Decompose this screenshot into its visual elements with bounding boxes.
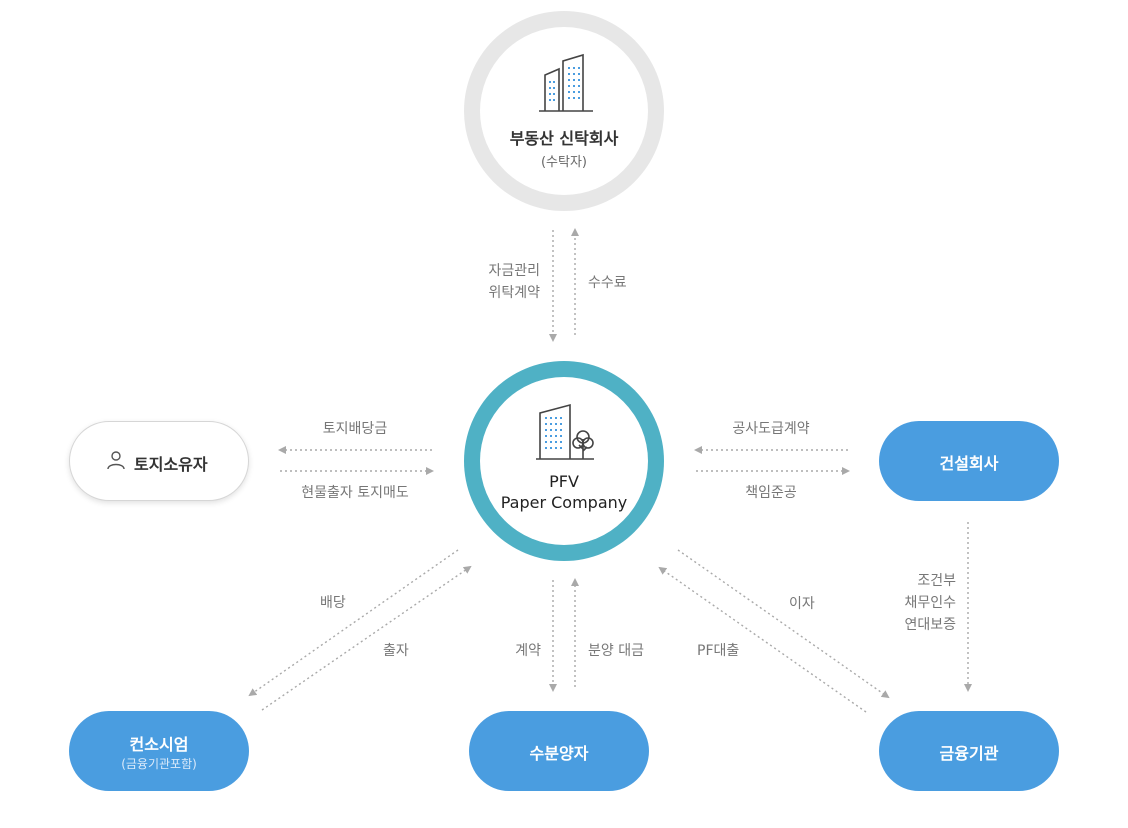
consortium-node: 컨소시엄 (금융기관포함)	[69, 711, 249, 791]
label-dividend: 배당	[320, 595, 346, 611]
person-icon	[107, 451, 125, 470]
buildings-icon	[539, 53, 593, 112]
pfv-node: PFV Paper Company	[464, 361, 664, 561]
label-fee: 수수료	[588, 275, 627, 291]
financial-institution-title: 금융기관	[939, 744, 999, 763]
buyer-node: 수분양자	[469, 711, 649, 791]
arrow-pfv-to-consortium	[248, 549, 459, 697]
label-contract: 계약	[515, 643, 541, 659]
consortium-title: 컨소시엄	[129, 735, 189, 754]
label-sale-payment: 분양 대금	[588, 643, 644, 659]
land-owner-node: 토지소유자	[69, 421, 249, 501]
financial-institution-node: 금융기관	[879, 711, 1059, 791]
construction-company-node: 건설회사	[879, 421, 1059, 501]
arrow-pfv-to-finance	[677, 549, 890, 699]
label-land-dividend: 토지배당금	[322, 421, 388, 437]
arrow-finance-to-pfv	[658, 566, 867, 713]
pfv-title: PFV	[549, 472, 579, 491]
label-interest: 이자	[789, 596, 815, 612]
label-pf-loan: PF대출	[697, 643, 740, 659]
label-investment: 출자	[383, 643, 409, 659]
label-construction-contract: 공사도급계약	[732, 421, 810, 437]
consortium-sub: (금융기관포함)	[121, 757, 197, 771]
label-guarantee: 조건부 채무인수 연대보증	[904, 573, 956, 633]
label-completion-guarantee: 책임준공	[745, 485, 797, 501]
trust-company-node: 부동산 신탁회사 (수탁자)	[464, 11, 664, 211]
trust-company-sub: (수탁자)	[540, 155, 588, 170]
construction-company-title: 건설회사	[939, 454, 999, 473]
arrow-consortium-to-pfv	[261, 565, 472, 711]
pfv-subtitle: Paper Company	[500, 493, 628, 512]
trust-company-title: 부동산 신탁회사	[509, 129, 619, 148]
label-fund-management: 자금관리 위탁계약	[488, 263, 540, 301]
label-land-contribution: 현물출자 토지매도	[301, 485, 409, 501]
land-owner-title: 토지소유자	[134, 455, 208, 474]
buyer-title: 수분양자	[529, 744, 589, 763]
building-tree-icon	[536, 403, 594, 460]
